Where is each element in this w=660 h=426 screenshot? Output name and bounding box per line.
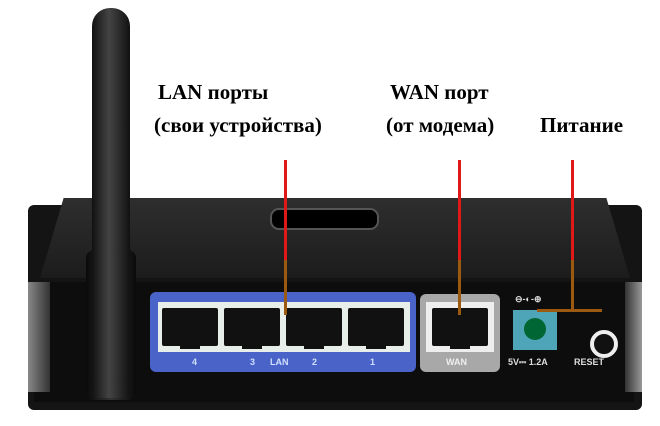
- polarity-icon: ⊖-◐-⊕: [515, 294, 542, 304]
- wan-pointer-line-end: [458, 260, 461, 315]
- wan-label: WAN: [446, 357, 467, 367]
- lan-port-3: [224, 308, 280, 349]
- antenna: [92, 8, 130, 398]
- lan-port-2: [286, 308, 342, 349]
- power-pointer-line: [571, 160, 574, 260]
- lan-pointer-line: [284, 160, 287, 260]
- router-side-right: [625, 282, 642, 392]
- lan-ports-title: LAN порты: [158, 80, 269, 104]
- lan-pointer-line-end: [284, 260, 287, 315]
- router-side-left: [28, 282, 50, 392]
- lan-port-label-1: 1: [370, 357, 376, 367]
- power-jack-hole: [524, 318, 546, 340]
- lan-label: LAN: [270, 357, 289, 367]
- wan-pointer-line: [458, 160, 461, 260]
- lan-ports-subtitle: (свои устройства): [154, 113, 322, 137]
- power-title: Питание: [540, 113, 624, 137]
- lan-port-label-4: 4: [192, 357, 198, 367]
- power-pointer-line-end: [571, 260, 574, 310]
- reset-button[interactable]: [590, 330, 618, 358]
- lan-port-label-3: 3: [250, 357, 256, 367]
- router-status-slot: [270, 208, 379, 230]
- wan-port-subtitle: (от модема): [386, 113, 495, 137]
- lan-port-label-2: 2: [312, 357, 318, 367]
- wan-port-title: WAN порт: [390, 80, 489, 104]
- power-rating: 5V⎓ 1.2A: [508, 357, 548, 367]
- reset-label: RESET: [574, 357, 605, 367]
- lan-port-1: [348, 308, 404, 349]
- power-pointer-horizontal: [537, 309, 602, 312]
- lan-port-4: [162, 308, 218, 349]
